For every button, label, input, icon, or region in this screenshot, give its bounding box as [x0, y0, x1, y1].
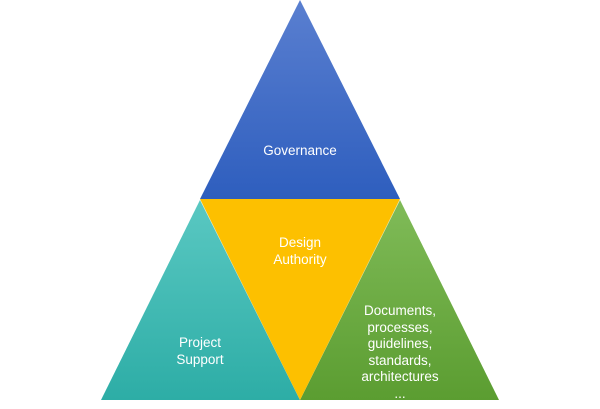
- design-authority-segment: [200, 199, 400, 400]
- project-support-label: Project Support: [176, 335, 224, 367]
- documents-label: Documents, processes, guidelines, standa…: [361, 303, 439, 401]
- governance-label: Governance: [263, 143, 337, 158]
- documents-segment: [300, 200, 499, 400]
- project-support-segment: [101, 200, 300, 400]
- design-authority-label: Design Authority: [273, 235, 327, 267]
- governance-segment: [200, 0, 400, 199]
